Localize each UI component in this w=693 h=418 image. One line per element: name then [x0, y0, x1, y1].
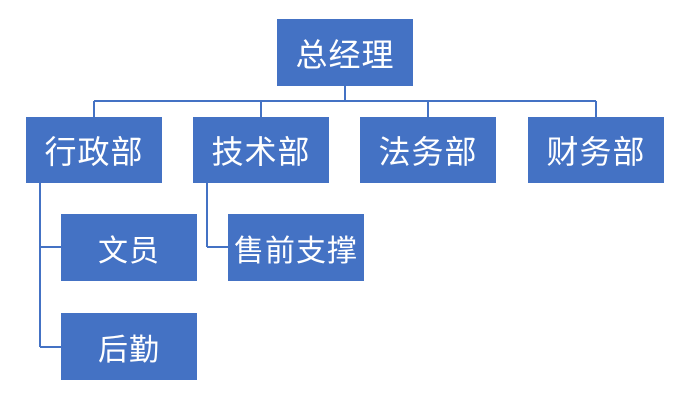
- node-admin-clerk: 文员: [61, 214, 197, 281]
- node-dept-legal: 法务部: [360, 117, 496, 183]
- node-dept-finance: 财务部: [528, 117, 664, 183]
- node-dept-tech: 技术部: [193, 117, 329, 183]
- node-general-manager: 总经理: [277, 19, 413, 86]
- node-admin-logistics: 后勤: [61, 313, 197, 380]
- node-dept-admin: 行政部: [26, 117, 162, 183]
- node-tech-presales: 售前支撑: [228, 214, 364, 281]
